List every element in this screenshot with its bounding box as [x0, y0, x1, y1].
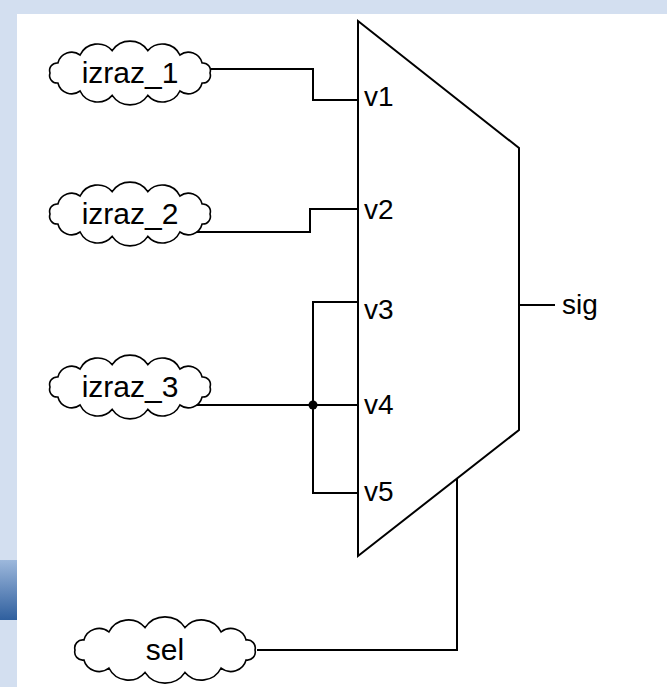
- signal-wire: [182, 404, 357, 406]
- cloud-outline: [75, 617, 256, 683]
- signal-wire: [211, 69, 357, 100]
- slide-panel: [17, 14, 667, 687]
- branch-wire: [312, 302, 314, 493]
- expression-cloud: izraz_3: [45, 359, 215, 415]
- signal-name: izraz_2: [82, 197, 179, 231]
- branch-wire: [312, 492, 357, 494]
- expression-cloud: sel: [70, 622, 260, 678]
- input-label: v1: [357, 82, 520, 112]
- input-label: v2: [357, 195, 520, 225]
- signal-name: sel: [146, 633, 184, 667]
- input-label: v3: [357, 295, 520, 325]
- cloud-outline: [50, 41, 211, 105]
- multiplexer-outline: [358, 21, 519, 556]
- signal-name: izraz_1: [82, 56, 179, 90]
- cloud-outline: [50, 182, 211, 246]
- signal-name: izraz_3: [82, 370, 179, 404]
- output-wire: [520, 304, 555, 306]
- branch-wire: [312, 301, 357, 303]
- background-art: [0, 560, 17, 620]
- expression-cloud: izraz_1: [45, 45, 215, 101]
- expression-cloud: izraz_2: [45, 186, 215, 242]
- multiplexer-symbol: v1 v2 v3 v4 v5: [357, 20, 520, 557]
- cloud-outline: [50, 355, 211, 419]
- input-label: v5: [357, 477, 520, 507]
- input-label: v4: [357, 390, 520, 420]
- signal-name: sig: [562, 290, 598, 320]
